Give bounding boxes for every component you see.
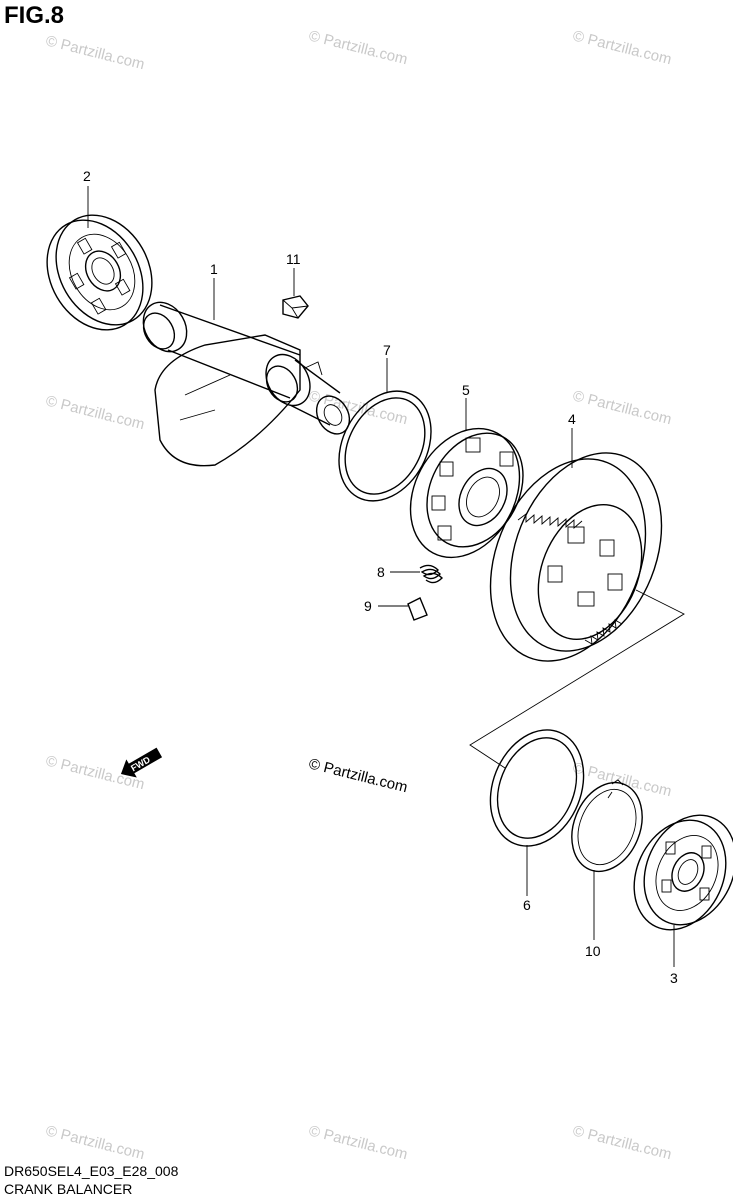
callout-7[interactable]: 7	[383, 342, 391, 358]
watermark-6: © Partzilla.com	[571, 387, 673, 428]
watermark-8: © Partzilla.com	[571, 759, 673, 800]
callout-9[interactable]: 9	[364, 598, 372, 614]
watermark-1: © Partzilla.com	[44, 32, 146, 73]
watermark-11: © Partzilla.com	[571, 1122, 673, 1163]
callouts: 2 1 11 7 5 4 8 9 6 10 3	[83, 168, 678, 986]
part-5-damper-hub[interactable]	[389, 409, 542, 576]
part-6-washer[interactable]	[474, 716, 601, 860]
callout-1[interactable]: 1	[210, 261, 218, 277]
part-3-bearing[interactable]	[617, 800, 733, 945]
callout-5[interactable]: 5	[462, 382, 470, 398]
callout-2[interactable]: 2	[83, 168, 91, 184]
watermark-grid: © Partzilla.com © Partzilla.com © Partzi…	[44, 27, 673, 1163]
figure-title: FIG.8	[4, 2, 65, 29]
part-11-key[interactable]	[282, 295, 309, 319]
part-9-pin[interactable]	[407, 597, 428, 621]
part-2-bearing[interactable]	[28, 198, 171, 347]
watermark-10: © Partzilla.com	[307, 1122, 409, 1163]
part-4-balancer-gear[interactable]	[462, 430, 690, 684]
copyright-text: © Partzilla.com	[307, 755, 409, 796]
callout-10[interactable]: 10	[585, 943, 601, 959]
watermark-2: © Partzilla.com	[307, 27, 409, 68]
callout-6[interactable]: 6	[523, 897, 531, 913]
part-1-balancer-shaft[interactable]	[135, 294, 356, 467]
diagram-code: DR650SEL4_E03_E28_008	[4, 1163, 179, 1179]
watermark-4: © Partzilla.com	[44, 392, 146, 433]
assembly-line	[469, 589, 685, 769]
callout-8[interactable]: 8	[377, 564, 385, 580]
part-10-circlip[interactable]	[559, 772, 655, 882]
watermark-3: © Partzilla.com	[571, 27, 673, 68]
leader-lines	[87, 186, 675, 967]
watermark-9: © Partzilla.com	[44, 1122, 146, 1163]
callout-11[interactable]: 11	[286, 251, 301, 267]
callout-3[interactable]: 3	[670, 970, 678, 986]
callout-4[interactable]: 4	[568, 411, 576, 427]
diagram-caption: CRANK BALANCER	[4, 1181, 133, 1197]
part-7-ring[interactable]	[321, 375, 450, 517]
part-8-spring[interactable]	[419, 564, 443, 584]
